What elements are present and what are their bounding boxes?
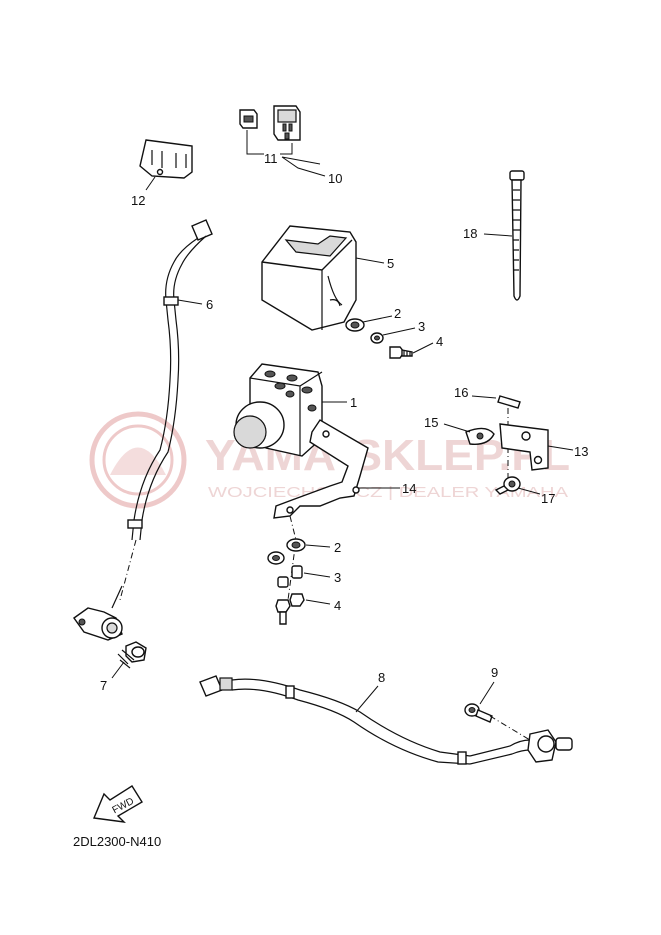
leader-4-lower bbox=[305, 599, 331, 605]
leader-12 bbox=[145, 176, 156, 191]
callout-15: 15 bbox=[424, 415, 438, 430]
part-3-collar-lower-a bbox=[291, 565, 303, 579]
part-17-bolt bbox=[494, 476, 521, 495]
callout-4-upper: 4 bbox=[436, 334, 443, 349]
part-5-abs-cover bbox=[261, 225, 357, 331]
part-1-hydraulic-unit bbox=[233, 363, 323, 457]
leader-3-upper bbox=[382, 327, 416, 336]
fwd-arrow-icon: FWD bbox=[93, 785, 143, 823]
callout-7: 7 bbox=[100, 678, 107, 693]
diagram-code: 2DL2300-N410 bbox=[73, 834, 161, 849]
leader-11-10 bbox=[246, 130, 326, 177]
callout-14: 14 bbox=[402, 481, 416, 496]
part-8-rear-sensor-lead bbox=[199, 675, 531, 765]
part-4-bolt-upper bbox=[389, 346, 413, 359]
part-3-collar-lower-b bbox=[277, 576, 289, 588]
part-2-grommet-upper bbox=[345, 318, 365, 332]
callout-2-upper: 2 bbox=[394, 306, 401, 321]
leader-7 bbox=[111, 661, 125, 679]
watermark-logo-icon bbox=[89, 411, 187, 509]
leader-3-lower bbox=[303, 572, 331, 578]
part-4-bolt-lower-a bbox=[289, 593, 305, 607]
part-rear-sensor-head bbox=[527, 729, 573, 763]
leader-18 bbox=[483, 233, 513, 237]
watermark-sub-text: WOJCIECHOWICZ | DEALER YAMAHA bbox=[208, 484, 568, 501]
part-2-grommet-lower-b bbox=[267, 551, 285, 565]
leader-17 bbox=[517, 487, 541, 495]
leader-5 bbox=[355, 257, 385, 264]
callout-3-lower: 3 bbox=[334, 570, 341, 585]
leader-4-upper bbox=[412, 342, 434, 354]
leader-13 bbox=[547, 445, 574, 451]
leader-6 bbox=[177, 299, 203, 305]
callout-12: 12 bbox=[131, 193, 145, 208]
callout-9: 9 bbox=[491, 665, 498, 680]
assembly-axis-lower bbox=[287, 515, 297, 601]
part-3-collar-upper bbox=[370, 332, 384, 344]
callout-5: 5 bbox=[387, 256, 394, 271]
part-front-sensor-head bbox=[73, 607, 123, 641]
callout-10: 10 bbox=[328, 171, 342, 186]
callout-4-lower: 4 bbox=[334, 598, 341, 613]
leader-2-lower bbox=[305, 544, 331, 548]
callout-2-lower: 2 bbox=[334, 540, 341, 555]
leader-15 bbox=[443, 423, 471, 433]
part-6-front-sensor-lead bbox=[111, 219, 213, 609]
part-2-grommet-lower-a bbox=[286, 538, 306, 552]
part-18-cable-tie bbox=[509, 170, 525, 301]
callout-8: 8 bbox=[378, 670, 385, 685]
callout-1: 1 bbox=[350, 395, 357, 410]
callout-18: 18 bbox=[463, 226, 477, 241]
leader-16 bbox=[471, 395, 497, 399]
part-16-pin bbox=[497, 395, 521, 409]
callout-13: 13 bbox=[574, 444, 588, 459]
callout-17: 17 bbox=[541, 491, 555, 506]
part-12-bracket bbox=[139, 139, 193, 179]
leader-9 bbox=[479, 681, 495, 705]
callout-16: 16 bbox=[454, 385, 468, 400]
part-11-fuse bbox=[239, 109, 258, 129]
assembly-axis-rear bbox=[489, 715, 531, 741]
part-13-bracket bbox=[499, 423, 549, 471]
part-7-bolt bbox=[117, 641, 147, 669]
part-4-bolt-lower-b bbox=[275, 599, 291, 625]
part-10-relay bbox=[273, 105, 301, 141]
part-9-bolt bbox=[464, 703, 493, 723]
part-15-clip bbox=[465, 427, 495, 445]
leader-8 bbox=[355, 685, 379, 713]
callout-3-upper: 3 bbox=[418, 319, 425, 334]
leader-2-upper bbox=[362, 315, 393, 323]
callout-11: 11 bbox=[264, 151, 278, 166]
callout-6: 6 bbox=[206, 297, 213, 312]
